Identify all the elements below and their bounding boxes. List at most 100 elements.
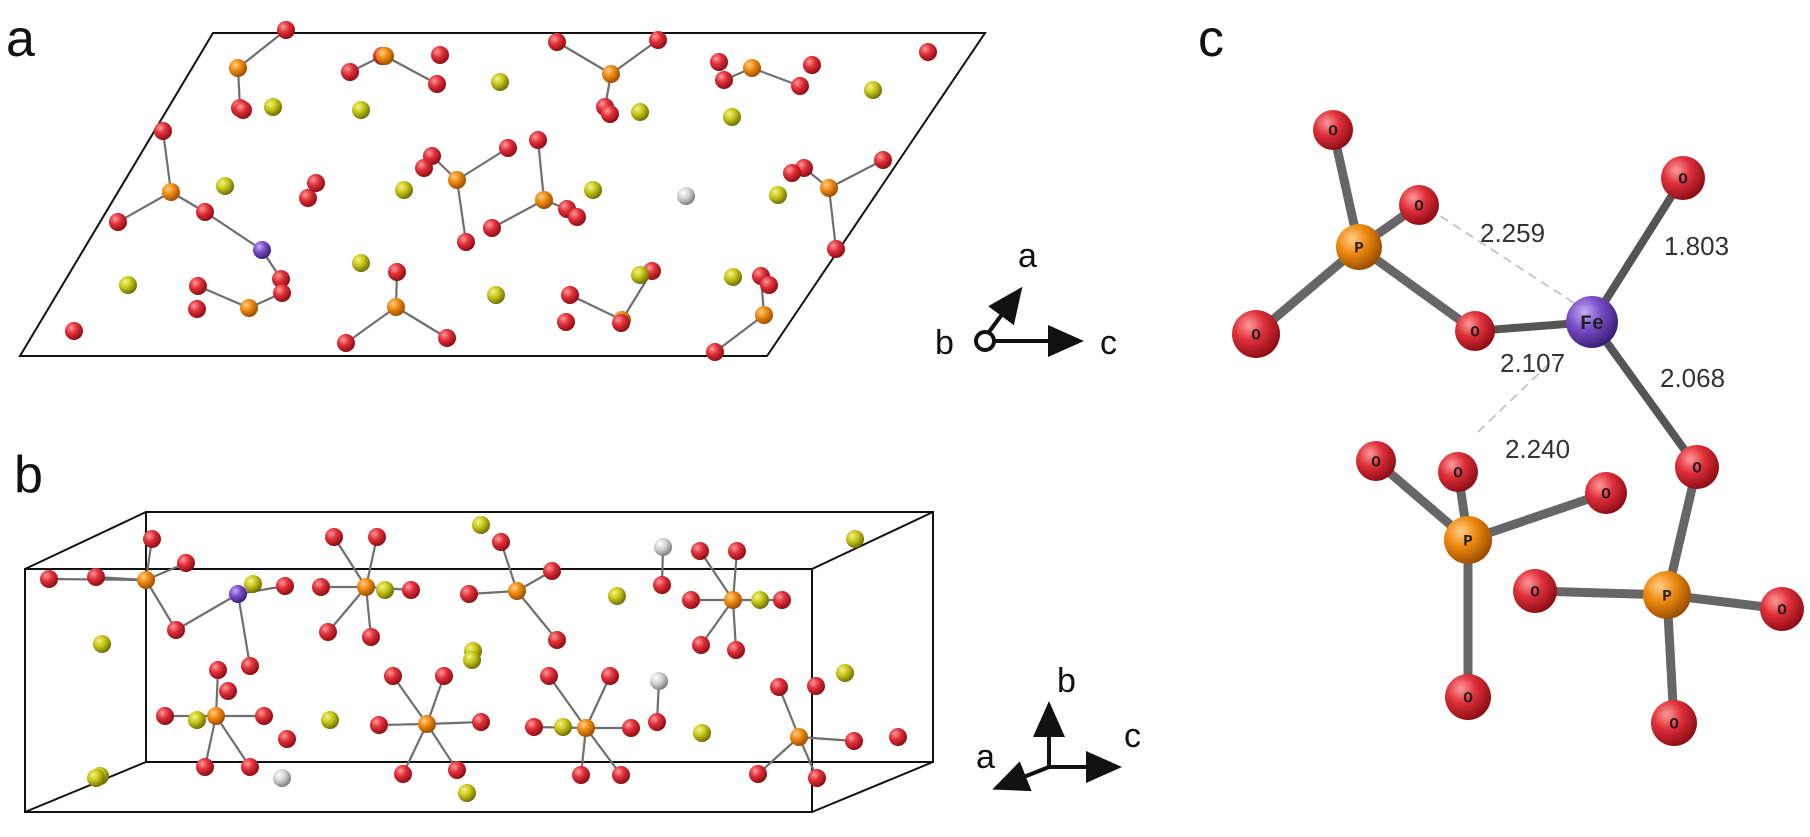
distance-label-2: 1.803	[1664, 231, 1729, 261]
cerium-sphere	[216, 177, 234, 195]
cerium-atom	[119, 276, 137, 294]
oxygen-sphere	[1356, 441, 1396, 481]
oxygen-atom	[561, 286, 579, 304]
oxygen-sphere	[325, 528, 343, 546]
cerium-sphere	[723, 108, 741, 126]
oxygen-atom	[612, 766, 630, 784]
oxygen-atom	[540, 667, 558, 685]
phosphorus-atom	[790, 728, 808, 746]
bond	[547, 674, 588, 730]
oxygen-label: O	[1463, 690, 1473, 708]
hydrogen-atom	[650, 672, 668, 690]
hydrogen-atom	[677, 187, 695, 205]
iron-sphere	[229, 585, 247, 603]
oxygen-sphere	[394, 765, 412, 783]
oxygen-atom	[65, 322, 83, 340]
oxygen-sphere	[189, 277, 207, 295]
oxygen-atom	[209, 661, 227, 679]
axis-label-b-right: c	[1124, 717, 1141, 755]
oxygen-sphere	[601, 105, 619, 123]
oxygen-atom	[791, 77, 809, 95]
oxygen-atom	[431, 46, 449, 64]
oxygen-atom	[557, 313, 575, 331]
cerium-sphere	[631, 103, 649, 121]
oxygen-sphere	[156, 707, 174, 725]
cerium-sphere	[352, 254, 370, 272]
oxygen-label: O	[1601, 486, 1611, 504]
bond	[827, 158, 885, 190]
bond	[713, 313, 766, 354]
oxygen-atom	[499, 139, 517, 157]
oxygen-atom	[622, 719, 640, 737]
oxygen-sphere	[341, 63, 359, 81]
oxygen-sphere	[234, 101, 252, 119]
phosphorus-sphere	[137, 571, 155, 589]
axis-label-b-up: b	[1057, 662, 1076, 700]
oxygen-label: O	[1453, 465, 1463, 483]
oxygen-sphere	[845, 732, 863, 750]
cerium-sphere	[769, 186, 787, 204]
cerium-atom	[864, 81, 882, 99]
cerium-atom	[846, 530, 864, 548]
oxygen-atom	[388, 263, 406, 281]
oxygen-sphere	[715, 71, 733, 89]
axis-indicator-b: b c a	[976, 662, 1141, 792]
phosphorus-atom	[602, 65, 620, 83]
bond	[401, 722, 429, 776]
oxygen-sphere	[460, 585, 478, 603]
oxygen-sphere	[472, 713, 490, 731]
oxygen-atom	[706, 343, 724, 361]
phosphorus-sphere	[508, 582, 526, 600]
oxygen-atom	[87, 568, 105, 586]
phosphorus-sphere	[724, 591, 742, 609]
oxygen-sphere	[692, 636, 710, 654]
oxygen-label: O	[1530, 584, 1540, 602]
oxygen-sphere	[622, 719, 640, 737]
cerium-atom	[321, 711, 339, 729]
phosphorus-atom	[743, 59, 761, 77]
oxygen-atom	[196, 758, 214, 776]
phosphorus-atom	[229, 59, 247, 77]
phosphorus-atom	[162, 183, 180, 201]
oxygen-sphere	[548, 631, 566, 649]
oxygen-sphere	[87, 568, 105, 586]
oxygen-atom	[370, 716, 388, 734]
cerium-sphere	[584, 181, 602, 199]
oxygen-sphere	[492, 533, 510, 551]
oxygen-atom	[278, 730, 296, 748]
oxygen-sphere	[1445, 674, 1491, 720]
oxygen-sphere	[196, 203, 214, 221]
oxygen-label: O	[1414, 198, 1424, 216]
oxygen-sphere	[770, 678, 788, 696]
distance-label-3: 2.107	[1500, 348, 1565, 378]
cerium-sphere	[93, 635, 111, 653]
iron-sphere	[1566, 296, 1618, 348]
oxygen-atom	[307, 174, 325, 192]
oxygen-atom	[492, 533, 510, 551]
oxygen-sphere	[402, 581, 420, 599]
bond	[698, 549, 735, 602]
axis-arrow-a	[984, 286, 1023, 338]
iron-atom	[253, 241, 271, 259]
oxygen-sphere	[154, 122, 172, 140]
bond	[116, 190, 173, 224]
phosphorus-sphere	[418, 715, 436, 733]
oxygen-sphere	[299, 189, 317, 207]
oxygen-sphere	[529, 131, 547, 149]
oxygen-sphere	[276, 577, 294, 595]
oxygen-sphere	[601, 667, 619, 685]
cerium-atom	[352, 254, 370, 272]
oxygen-atom	[483, 219, 501, 237]
oxygen-label: O	[1371, 454, 1381, 472]
oxygen-atom	[760, 276, 778, 294]
oxygen-sphere	[438, 329, 456, 347]
oxygen-atom	[601, 667, 619, 685]
oxygen-atom	[728, 542, 746, 560]
oxygen-atom: O	[1399, 185, 1439, 225]
oxygen-label: O	[1669, 716, 1679, 734]
oxygen-sphere	[1313, 110, 1353, 150]
oxygen-sphere	[431, 46, 449, 64]
oxygen-sphere	[109, 213, 127, 231]
oxygen-sphere	[1399, 185, 1439, 225]
oxygen-sphere	[415, 159, 433, 177]
